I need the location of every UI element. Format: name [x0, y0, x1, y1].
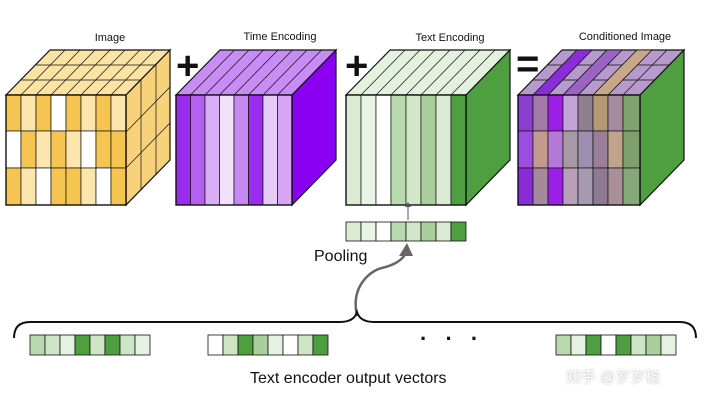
encoder-vector-1 [29, 334, 151, 356]
encoder-vector-3 [555, 334, 677, 356]
pooled-to-text-arrow [405, 202, 411, 220]
plus-operator-1: + [176, 44, 200, 88]
encoder-vector-2 [207, 334, 329, 356]
pooling-label: Pooling [314, 248, 368, 265]
pooled-vector [345, 221, 467, 242]
pooling-arrow [354, 243, 413, 317]
caption-conditioned-image: Conditioned Image [578, 31, 672, 43]
ellipsis: · · · [420, 326, 485, 351]
encoder-output-label: Text encoder output vectors [250, 370, 447, 387]
watermark: 知乎 @岁岁稔 [566, 369, 661, 386]
caption-image: Image [94, 32, 126, 44]
time-encoding-cube [174, 48, 338, 207]
equals-operator: = [516, 42, 540, 86]
caption-text-encoding: Text Encoding [415, 32, 485, 44]
text-encoding-cube [344, 48, 512, 207]
curly-brace [13, 308, 697, 339]
conditioned-image-cube [516, 48, 686, 207]
caption-time-encoding: Time Encoding [243, 31, 317, 43]
image-cube [4, 48, 172, 207]
plus-operator-2: + [345, 44, 369, 88]
